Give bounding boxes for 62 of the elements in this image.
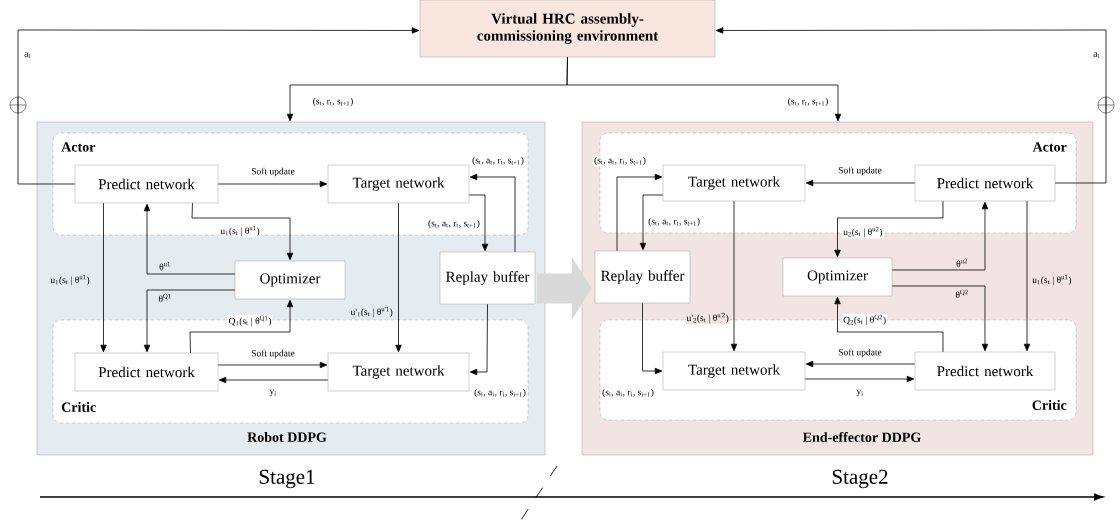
edge-label: (s$_{t}$, a$_{t}$, r$_{t}$, s$_{t+1}$) [427,218,481,230]
arrow [715,27,1107,184]
process-box: Predict network [74,352,219,392]
arrow [804,375,915,383]
arrow [468,194,489,252]
edge-label: y$_{i}$ [855,388,865,398]
arrow [17,27,420,185]
process-box: Target network [662,351,806,391]
process-box: Predict network [914,351,1056,391]
arrow [1023,200,1031,352]
process-box: Replay buffer [594,250,691,304]
arrow [616,173,663,252]
process-box: Target network [662,164,806,202]
arrow [834,296,944,353]
edge-label: Soft update [250,348,296,360]
process-box: Replay buffer [439,251,536,305]
arrow [218,376,329,384]
arrow [730,200,738,352]
arrow [891,285,989,352]
process-box: Target network [327,352,470,392]
arrow [642,302,663,375]
edge-label: a$_{t}$ [23,51,32,59]
edge-label: θ$^{Q1}$ [157,292,173,304]
edge-label: Soft update [837,347,883,359]
process-box: Optimizer [234,260,346,300]
edge-label: θ$^{Q2}$ [954,288,970,300]
edge-label: (s$_{t}$, a$_{t}$, r$_{t}$, s$_{t+1}$) [471,155,525,167]
edge-label: (s$_{t}$, a$_{t}$, r$_{t}$, s$_{t+1}$) [593,155,647,167]
edge-label: y$_{i}$ [268,388,278,398]
arrow [566,56,842,122]
arrow [891,201,989,271]
edge-label: (s$_{i}$, a$_{i}$, r$_{i}$, s$_{i+1}$) [601,387,655,399]
arrow [217,361,328,369]
arrow [469,303,488,376]
arrow [805,179,916,187]
edge-label: θ$^{u1}$ [158,260,172,272]
edge-label: (s$_{i}$, a$_{i}$, r$_{i}$, s$_{i+1}$) [473,387,527,399]
edge-label: (s$_{t}$, r$_{t}$, s$_{t+1}$) [311,96,355,108]
process-box: Optimizer [782,257,893,297]
arrow [469,173,516,253]
process-box: Target network [327,164,470,204]
stage-label: Stage1 [259,469,315,489]
edge-label: (s$_{t}$, a$_{t}$, r$_{t}$, s$_{t+1}$) [647,216,701,228]
arrow [143,203,236,275]
edge-label: Soft update [837,165,883,177]
edge-label: a$_{t}$ [1092,51,1101,59]
stage-label: Stage2 [832,469,888,489]
arrow [395,202,402,353]
arrow [639,194,664,251]
arrow [100,202,107,353]
process-box: Predict network [74,164,219,204]
arrow [189,299,294,354]
arrow [143,289,236,353]
arrow [191,202,294,261]
arrow [217,180,328,188]
edge-label: Soft update [250,166,296,178]
process-box: Predict network [914,164,1056,202]
arrow [834,200,944,258]
arrow [805,360,916,368]
edge-label: θ$^{u2}$ [955,257,969,269]
edge-label: (s$_{t}$, r$_{t}$, s$_{t+1}$) [786,96,830,108]
environment-box: Virtual HRC assembly-commissioning environment [419,0,716,58]
